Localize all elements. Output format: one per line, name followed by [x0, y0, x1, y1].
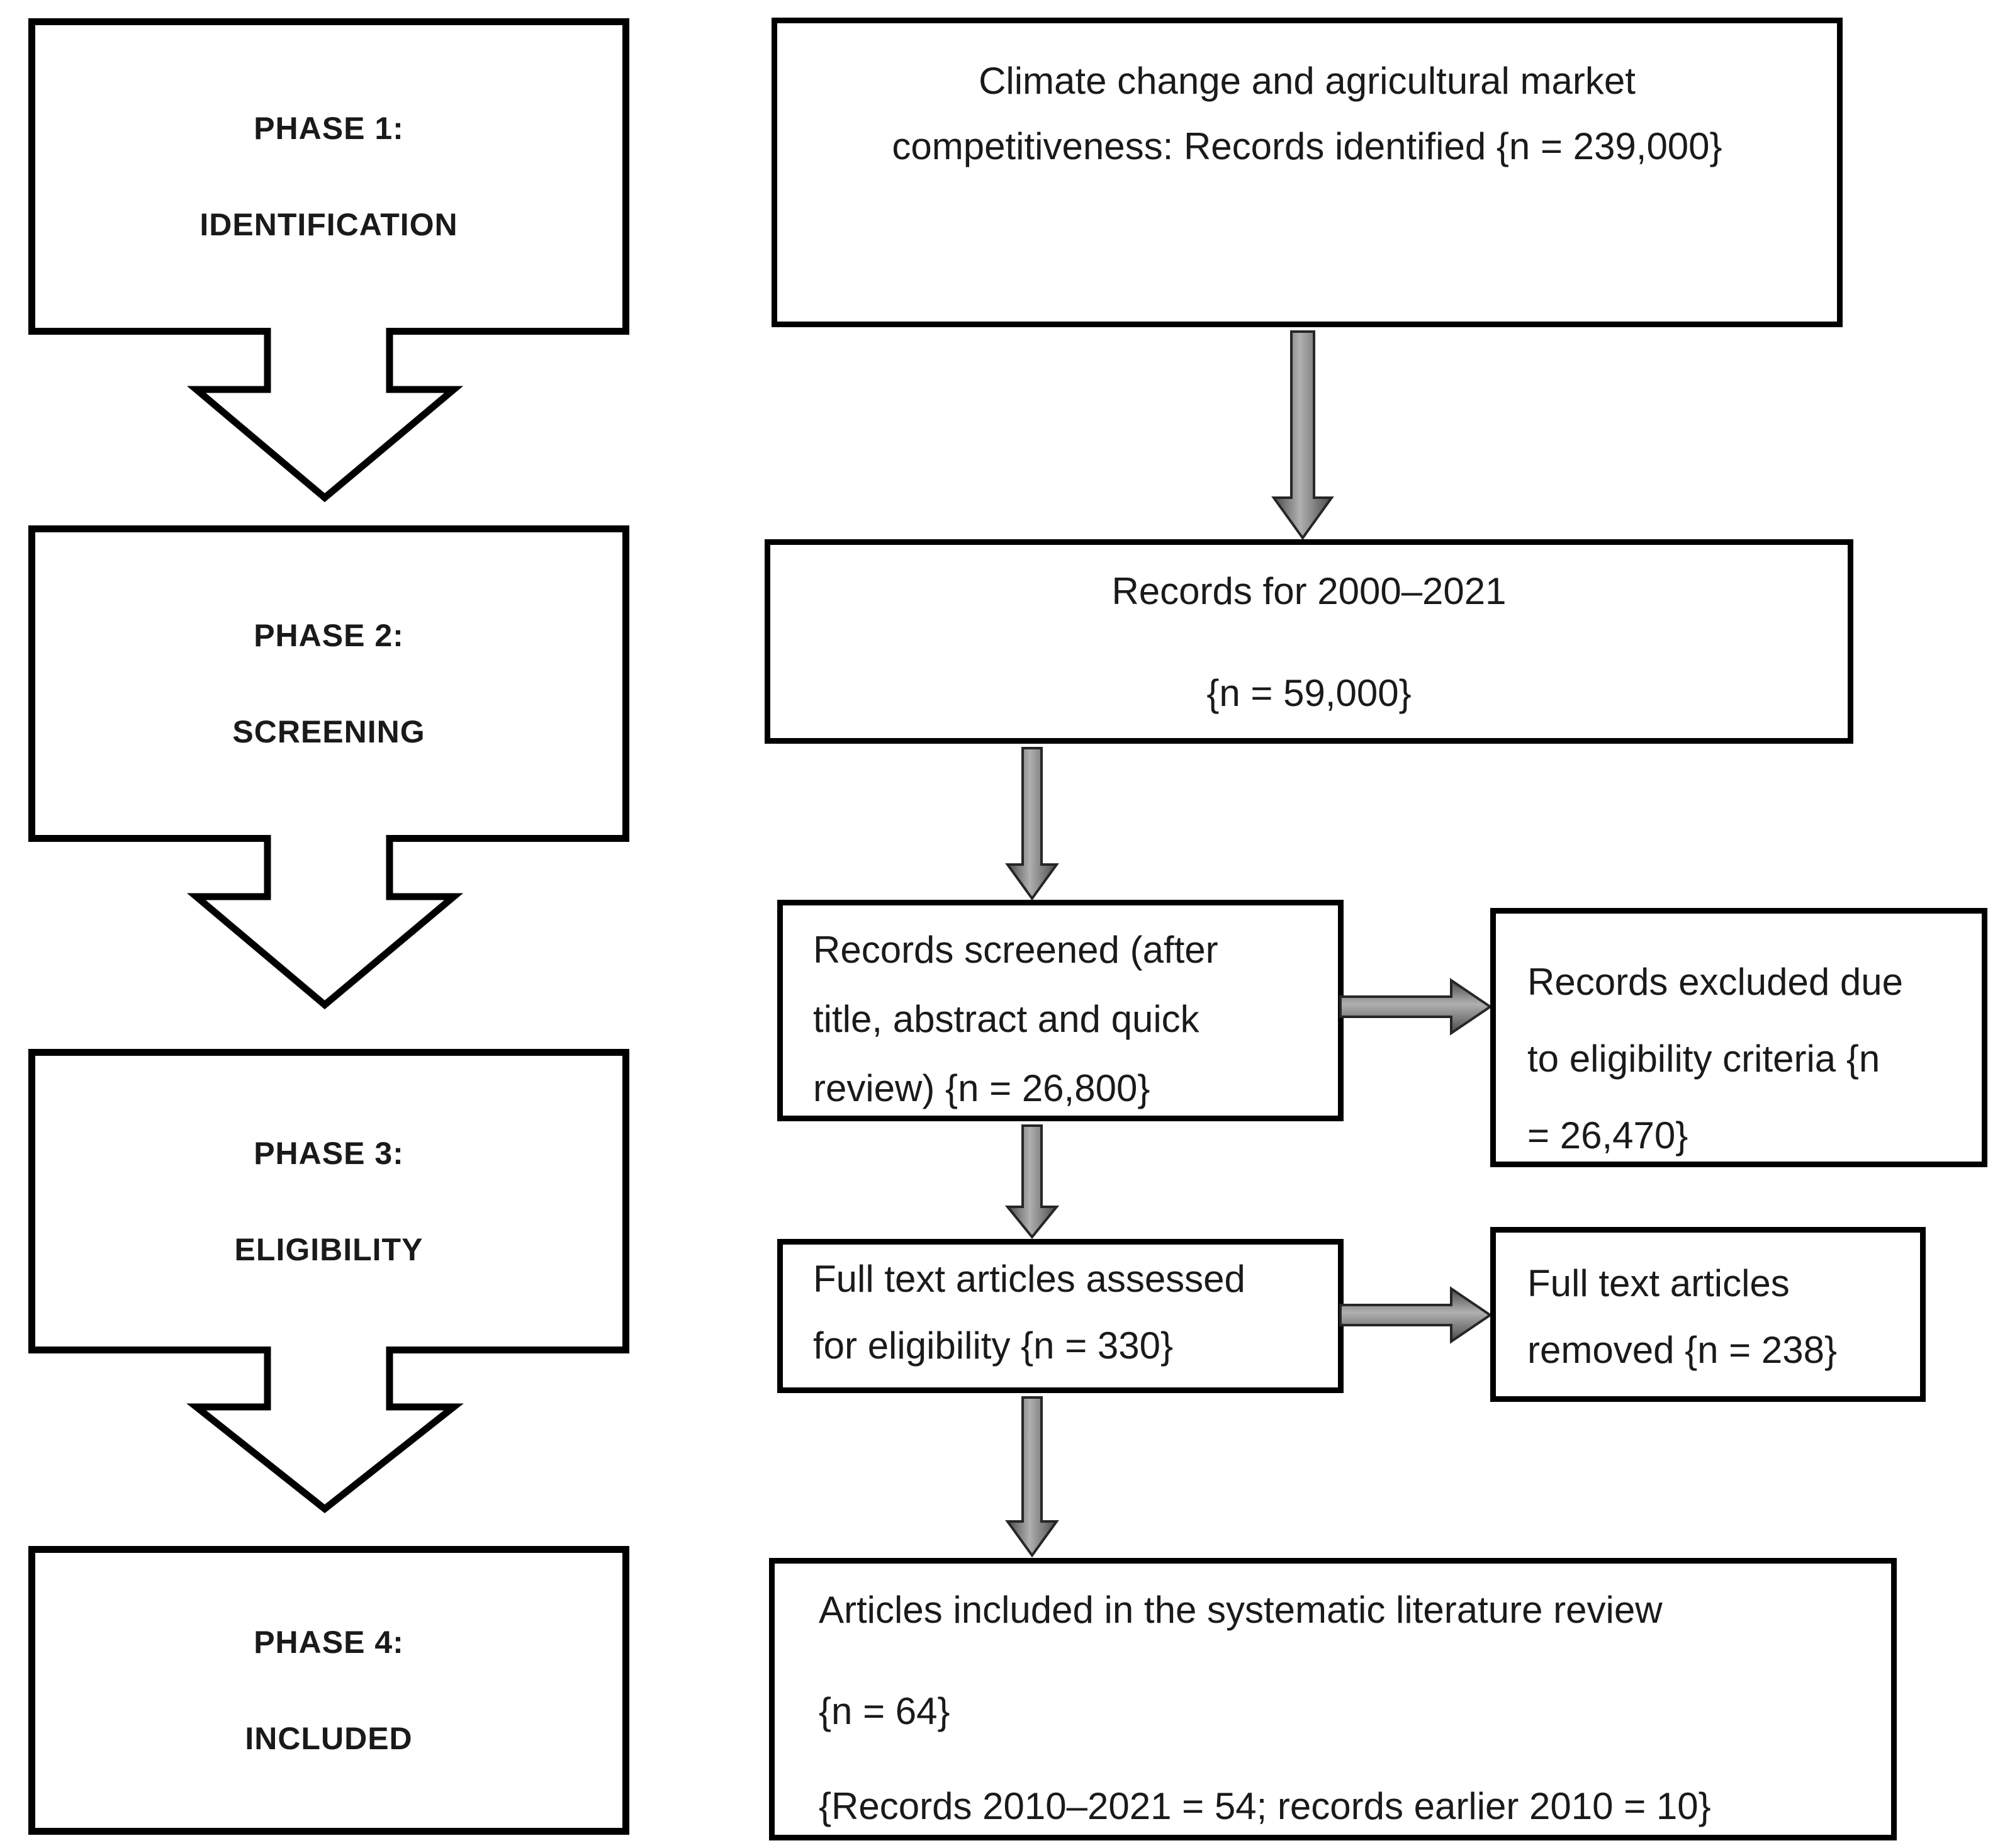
full-text-assessed-line-1: Full text articles assessed	[813, 1258, 1245, 1300]
phase-3-title: PHASE 3:	[254, 1135, 404, 1171]
phase-4-title: PHASE 4:	[254, 1625, 404, 1660]
phase-arrow-identification-to-screening	[186, 328, 464, 503]
records-excluded-box: Records excluded due to eligibility crit…	[1490, 908, 1987, 1167]
side-arrow-full-text-to-removed	[1339, 1286, 1493, 1344]
records-identified-line-2: competitiveness: Records identified {n =…	[892, 125, 1722, 167]
side-arrow-screened-to-excluded	[1339, 978, 1493, 1036]
down-arrow-full-text-to-included	[1005, 1396, 1059, 1558]
full-text-assessed-line-2: for eligibility {n = 330}	[813, 1324, 1174, 1367]
phase-2-box: PHASE 2: SCREENING	[28, 525, 629, 842]
records-identified-line-1: Climate change and agricultural market	[979, 60, 1636, 102]
phase-2-label: SCREENING	[232, 714, 425, 749]
articles-included-line-1: Articles included in the systematic lite…	[819, 1589, 1663, 1631]
phase-1-title: PHASE 1:	[254, 111, 404, 146]
records-identified-box: Climate change and agricultural market c…	[772, 18, 1843, 327]
records-excluded-line-1: Records excluded due	[1527, 961, 1904, 1003]
phase-3-box: PHASE 3: ELIGIBILITY	[28, 1049, 629, 1353]
full-text-removed-line-1: Full text articles	[1527, 1262, 1790, 1304]
phase-1-label: IDENTIFICATION	[199, 207, 458, 242]
articles-included-box: Articles included in the systematic lite…	[769, 1558, 1897, 1840]
down-arrow-identified-to-2000-2021	[1271, 330, 1334, 540]
articles-included-line-2: {n = 64}	[819, 1690, 950, 1732]
records-2000-2021-line-2: {n = 59,000}	[1206, 672, 1412, 714]
phase-1-box: PHASE 1: IDENTIFICATION	[28, 18, 629, 335]
full-text-removed-line-2: removed {n = 238}	[1527, 1329, 1838, 1371]
full-text-removed-box: Full text articles removed {n = 238}	[1490, 1227, 1926, 1402]
records-screened-box: Records screened (after title, abstract …	[777, 900, 1344, 1121]
phase-arrow-screening-to-eligibility	[186, 835, 464, 1010]
phase-4-label: INCLUDED	[245, 1721, 413, 1756]
records-2000-2021-line-1: Records for 2000–2021	[1111, 570, 1507, 612]
articles-included-line-3: {Records 2010–2021 = 54; records earlier…	[819, 1785, 1711, 1827]
records-excluded-line-3: = 26,470}	[1527, 1114, 1688, 1156]
records-screened-line-3: review) {n = 26,800}	[813, 1067, 1150, 1109]
records-screened-line-2: title, abstract and quick	[813, 998, 1199, 1040]
phase-2-title: PHASE 2:	[254, 618, 404, 653]
phase-arrow-eligibility-to-included	[186, 1347, 464, 1514]
records-excluded-line-2: to eligibility criteria {n	[1527, 1038, 1880, 1080]
records-2000-2021-box: Records for 2000–2021 {n = 59,000}	[765, 539, 1853, 744]
down-arrow-2000-2021-to-screened	[1005, 747, 1059, 901]
down-arrow-screened-to-full-text	[1004, 1124, 1060, 1240]
phase-4-box: PHASE 4: INCLUDED	[28, 1546, 629, 1835]
phase-3-label: ELIGIBILITY	[234, 1231, 424, 1267]
records-screened-line-1: Records screened (after	[813, 929, 1218, 971]
full-text-assessed-box: Full text articles assessed for eligibil…	[777, 1239, 1344, 1393]
